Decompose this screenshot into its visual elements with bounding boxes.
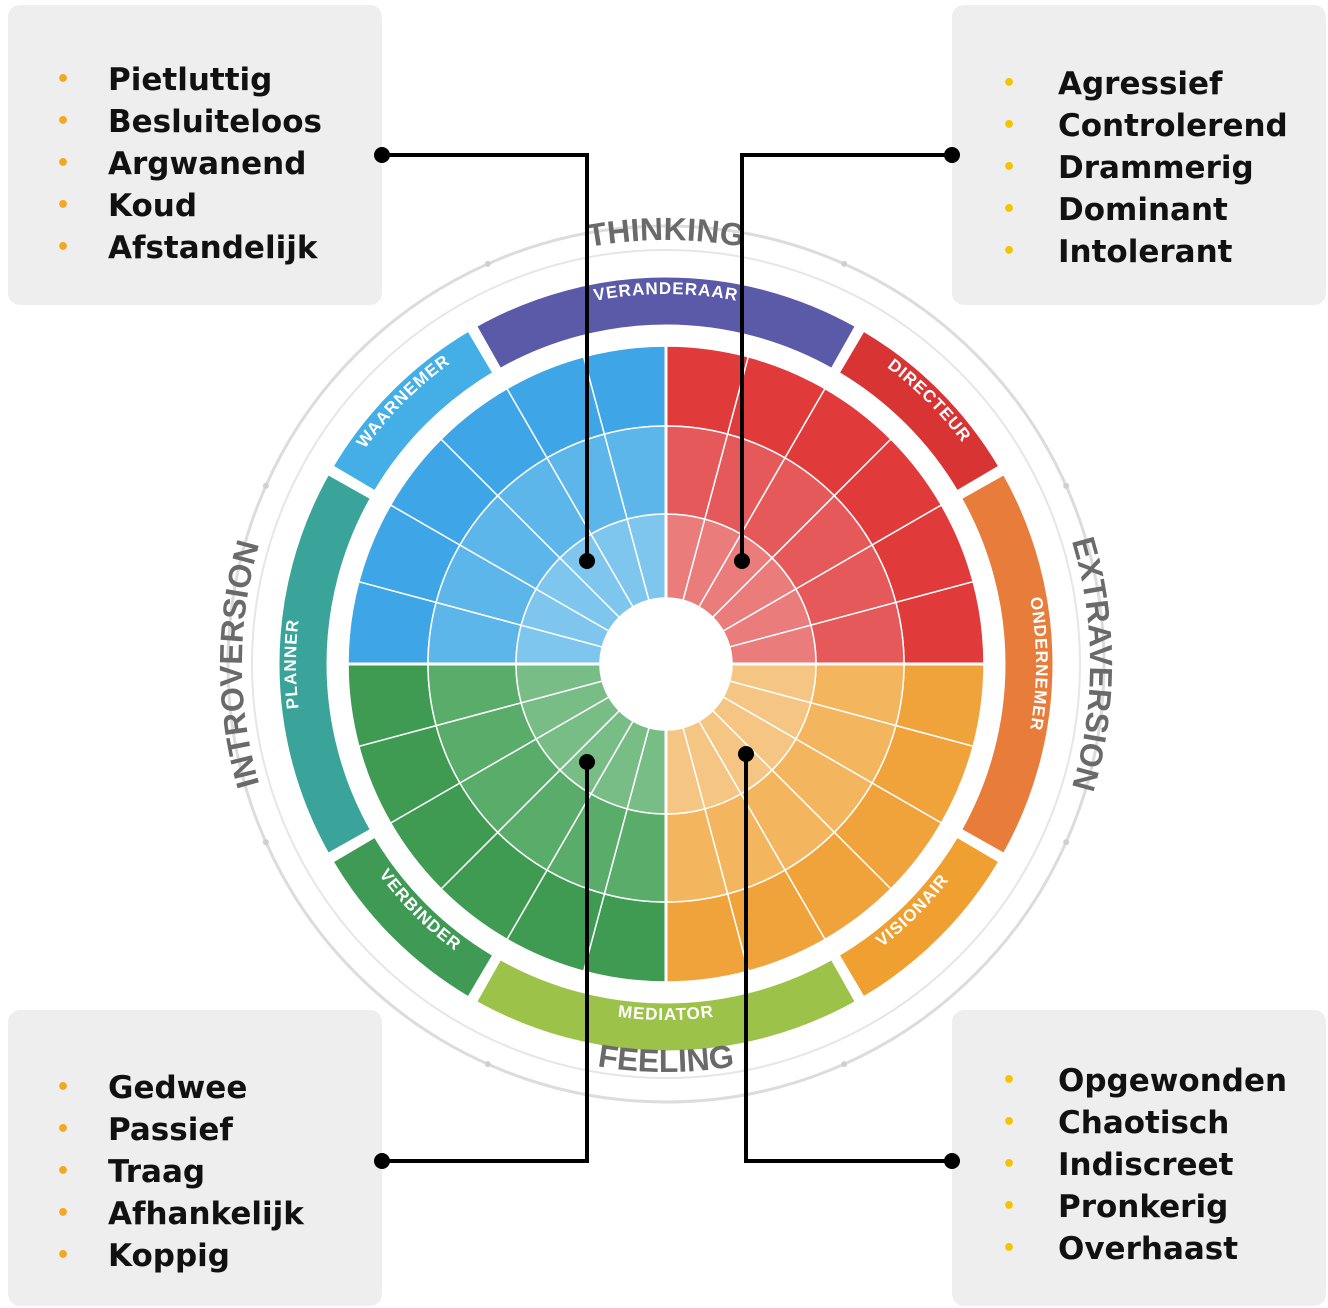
axis-label-left: INTROVERSION	[213, 536, 266, 792]
panel-top-left: • Pietluttig • Besluiteloos • Argwanend • Ko…	[8, 5, 382, 305]
list-item: • Opgewonden	[952, 1060, 1326, 1102]
list-item: • Pietluttig	[8, 59, 382, 101]
axis-label-bottom: FEELING	[596, 1038, 736, 1080]
list-item: • Controlerend	[952, 105, 1326, 147]
list-item: • Indiscreet	[952, 1144, 1326, 1186]
bullet-icon: •	[1002, 1068, 1017, 1093]
role-label-mediator: MEDIATOR	[617, 1002, 715, 1024]
panel-bottom-right: • Opgewonden • Chaotisch • Indiscreet • Pron…	[952, 1010, 1326, 1306]
arrow-icon	[1063, 839, 1070, 846]
trait-label: Chaotisch	[1058, 1105, 1230, 1141]
bullet-icon: •	[56, 109, 71, 134]
bullet-icon: •	[56, 1117, 71, 1142]
list-item: • Argwanend	[8, 143, 382, 185]
trait-label: Opgewonden	[1058, 1063, 1288, 1099]
role-label-planner: PLANNER	[281, 618, 303, 710]
arrow-icon	[262, 839, 269, 846]
panel-top-right: • Agressief • Controlerend • Drammerig • Dom…	[952, 5, 1326, 305]
trait-label: Intolerant	[1058, 234, 1233, 270]
axis-label-top: THINKING	[584, 211, 747, 254]
axis-label-right: EXTRAVERSION	[1065, 533, 1119, 795]
trait-label: Traag	[108, 1154, 206, 1190]
trait-label: Koud	[108, 188, 198, 224]
list-item: • Pronkerig	[952, 1186, 1326, 1228]
list-item: • Agressief	[952, 63, 1326, 105]
trait-label: Passief	[108, 1112, 233, 1148]
trait-label: Overhaast	[1058, 1231, 1239, 1267]
role-band-ondernemer	[958, 471, 1056, 857]
list-item: • Besluiteloos	[8, 101, 382, 143]
list-item: • Passief	[8, 1109, 382, 1151]
bullet-icon: •	[1002, 155, 1017, 180]
bullet-icon: •	[1002, 1194, 1017, 1219]
list-item: • Afstandelijk	[8, 227, 382, 269]
bullet-icon: •	[1002, 1110, 1017, 1135]
bullet-icon: •	[1002, 1236, 1017, 1261]
bullet-icon: •	[56, 1075, 71, 1100]
bullet-icon: •	[1002, 197, 1017, 222]
arrow-icon	[841, 1061, 848, 1068]
bullet-icon: •	[56, 1201, 71, 1226]
bullet-icon: •	[56, 235, 71, 260]
list-item: • Drammerig	[952, 147, 1326, 189]
list-item: • Traag	[8, 1151, 382, 1193]
list-item: • Afhankelijk	[8, 1193, 382, 1235]
arrow-icon	[1063, 482, 1070, 489]
list-item: • Dominant	[952, 189, 1326, 231]
list-item: • Chaotisch	[952, 1102, 1326, 1144]
list-item: • Gedwee	[8, 1067, 382, 1109]
arrow-icon	[484, 260, 491, 267]
outer-guide-ring	[226, 224, 1106, 1104]
trait-label: Dominant	[1058, 192, 1228, 228]
trait-label: Pietluttig	[108, 62, 273, 98]
arrow-icon	[841, 260, 848, 267]
bullet-icon: •	[56, 1243, 71, 1268]
bullet-icon: •	[56, 193, 71, 218]
list-item: • Koud	[8, 185, 382, 227]
trait-label: Pronkerig	[1058, 1189, 1229, 1225]
trait-label: Afstandelijk	[108, 230, 318, 266]
trait-label: Besluiteloos	[108, 104, 322, 140]
trait-label: Argwanend	[108, 146, 307, 182]
bullet-icon: •	[56, 67, 71, 92]
panel-bottom-left: • Gedwee • Passief • Traag • Afhankelijk • Ko…	[8, 1010, 382, 1306]
trait-label: Indiscreet	[1058, 1147, 1234, 1183]
bullet-icon: •	[1002, 1152, 1017, 1177]
trait-label: Koppig	[108, 1238, 230, 1274]
trait-label: Agressief	[1058, 66, 1223, 102]
list-item: • Intolerant	[952, 231, 1326, 273]
bullet-icon: •	[1002, 113, 1017, 138]
bullet-icon: •	[1002, 239, 1017, 264]
list-item: • Koppig	[8, 1235, 382, 1277]
trait-label: Afhankelijk	[108, 1196, 304, 1232]
arrow-icon	[484, 1061, 491, 1068]
role-band-planner	[276, 471, 374, 857]
bullet-icon: •	[1002, 71, 1017, 96]
list-item: • Overhaast	[952, 1228, 1326, 1270]
outer-guide-ring	[251, 249, 1081, 1079]
bullet-icon: •	[56, 1159, 71, 1184]
arrow-icon	[262, 482, 269, 489]
trait-label: Drammerig	[1058, 150, 1254, 186]
bullet-icon: •	[56, 151, 71, 176]
trait-label: Gedwee	[108, 1070, 248, 1106]
trait-label: Controlerend	[1058, 108, 1288, 144]
